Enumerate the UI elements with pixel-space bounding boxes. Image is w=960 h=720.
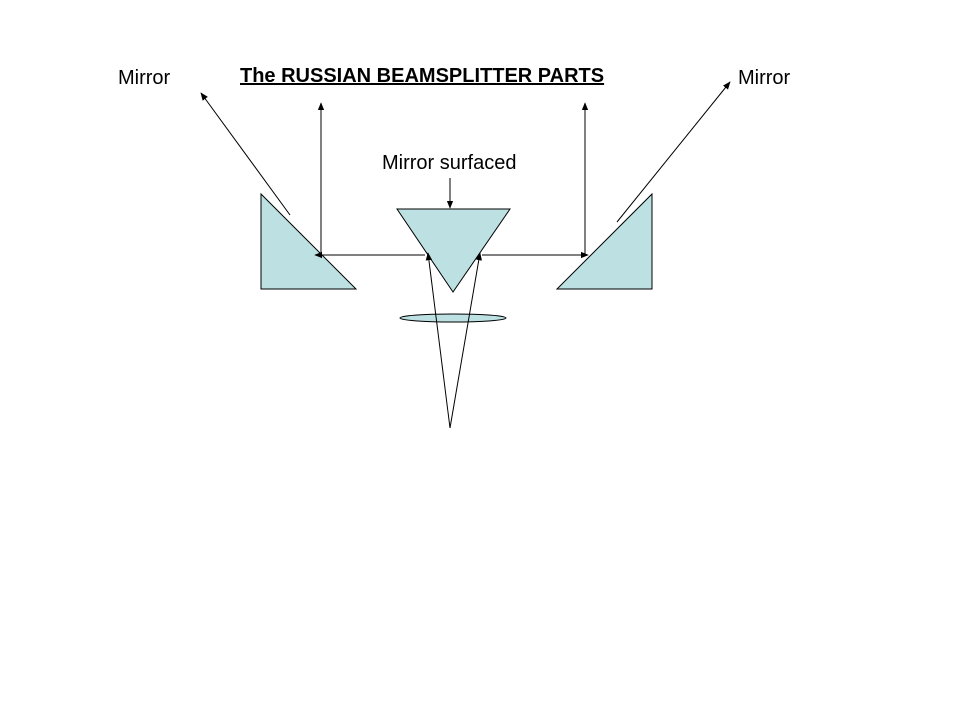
- incoming-ray-right: [449, 252, 482, 429]
- lens: [399, 313, 507, 323]
- left-prism: [260, 192, 358, 290]
- mirror-pointer-arrow-right: [616, 81, 731, 223]
- mirror-label-left: Mirror: [118, 67, 171, 89]
- incoming-ray-left: [425, 252, 451, 429]
- diagram-title: The RUSSIAN BEAMSPLITTER PARTS: [240, 65, 605, 87]
- mirror-surfaced-label: Mirror surfaced: [382, 152, 517, 174]
- center-prism: [396, 208, 511, 293]
- mirror-pointer-arrow-left: [200, 92, 291, 216]
- mirror-label-right: Mirror: [738, 67, 791, 89]
- right-prism: [555, 192, 653, 290]
